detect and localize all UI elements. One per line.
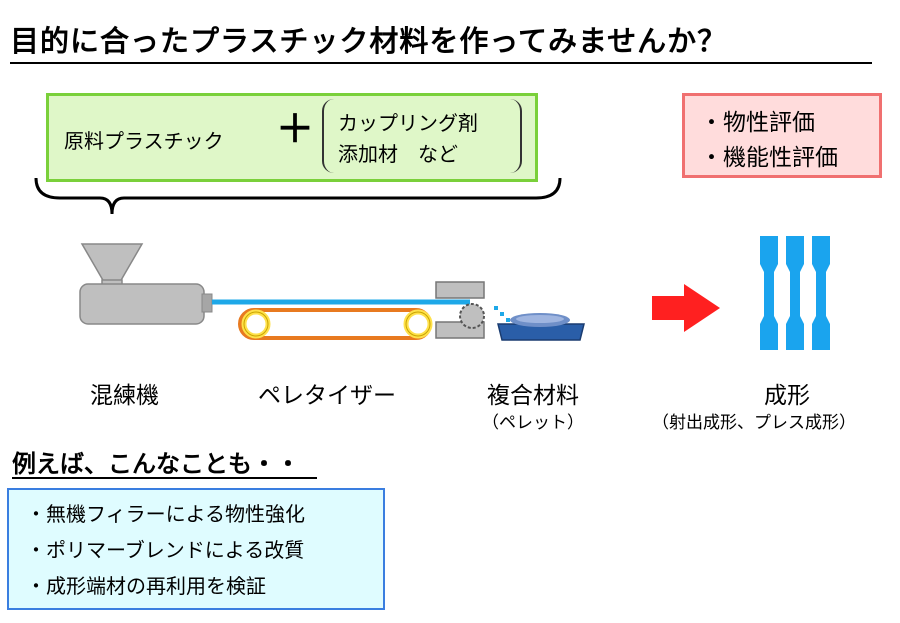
- raw-material-label: 原料プラスチック: [64, 129, 224, 153]
- examples-heading: 例えば、こんなことも・・: [12, 450, 300, 478]
- example-item: ・成形端材の再利用を検証: [26, 574, 266, 598]
- pelletizer-belt: [238, 308, 433, 340]
- examples-heading-underline: [12, 477, 317, 479]
- barrel: [79, 283, 205, 325]
- molding-label: 成形: [764, 383, 810, 409]
- curly-brace: [34, 177, 562, 215]
- die: [201, 293, 213, 313]
- molding-note: （射出成形、プレス成形）: [652, 413, 856, 433]
- flying-pellets: [494, 306, 510, 322]
- evaluation-box: [682, 93, 882, 178]
- plus-sign: ＋: [276, 107, 315, 151]
- process-arrow: [652, 284, 720, 332]
- kneader-machine: [79, 243, 213, 325]
- example-item: ・ポリマーブレンドによる改質: [26, 538, 305, 562]
- title-underline: [10, 62, 872, 64]
- composite-label: 複合材料: [487, 383, 579, 409]
- additives-bracket: [322, 99, 522, 173]
- examples-box: [7, 488, 385, 610]
- evaluation-item-1: ・物性評価: [700, 110, 815, 136]
- inputs-box: [46, 93, 538, 182]
- composite-note: （ペレット）: [482, 413, 584, 433]
- additive-label-1: カップリング剤: [338, 111, 478, 135]
- hopper: [80, 243, 144, 283]
- pelletizer-label: ペレタイザー: [258, 383, 396, 409]
- cutter: [435, 281, 485, 339]
- kneader-label: 混練機: [90, 383, 159, 409]
- evaluation-item-2: ・機能性評価: [700, 145, 838, 171]
- page-title: 目的に合ったプラスチック材料を作ってみませんか？: [10, 24, 728, 58]
- molded-specimens: [760, 236, 830, 350]
- additive-label-2: 添加材 など: [338, 142, 458, 166]
- pellet-tray: [497, 313, 585, 341]
- example-item: ・無機フィラーによる物性強化: [26, 502, 305, 526]
